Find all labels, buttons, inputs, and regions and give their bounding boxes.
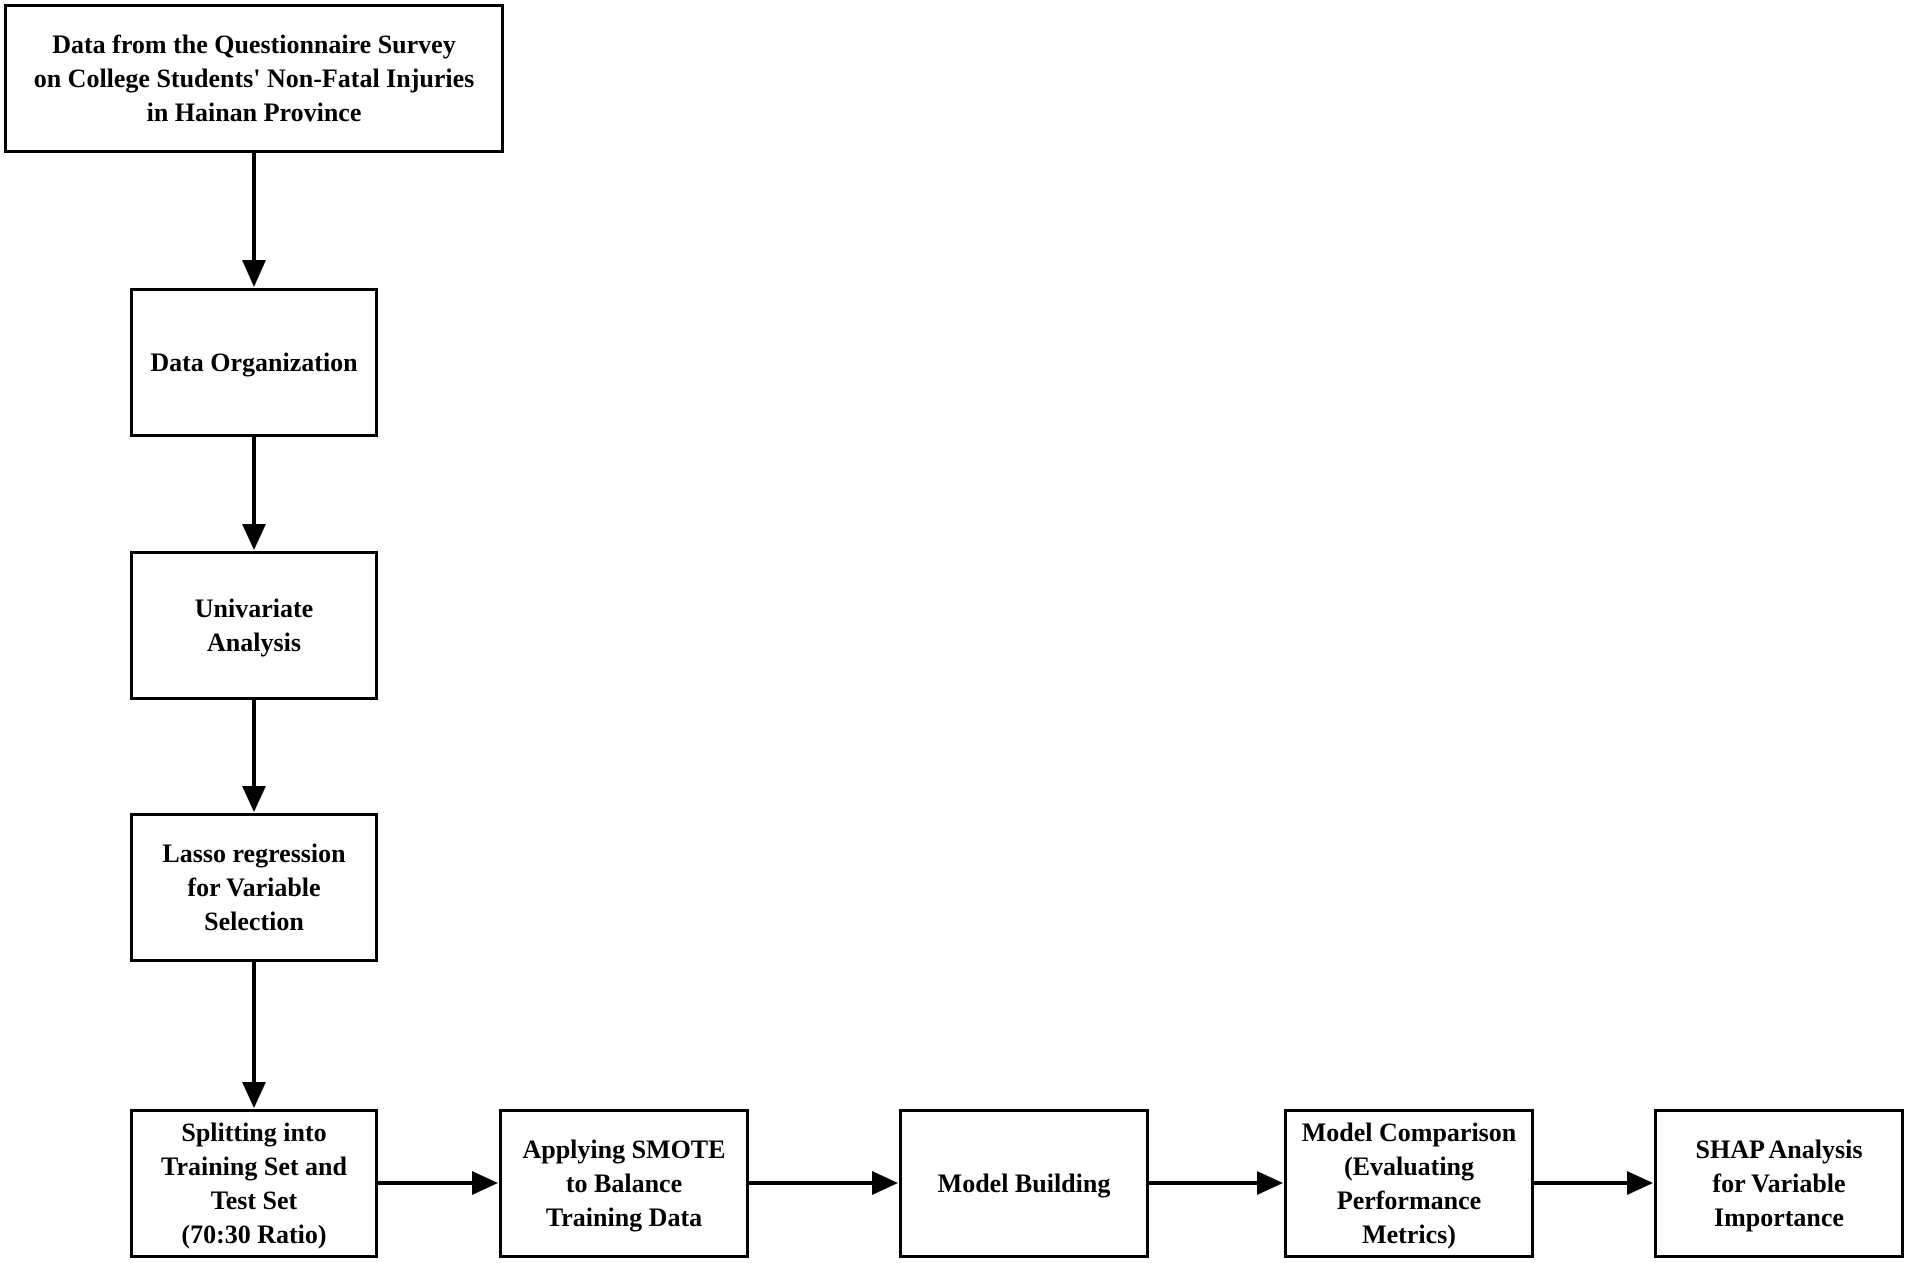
step-survey-data-label: Data from the Questionnaire Survey on Co… [33,29,475,127]
step-model-comparison-label: Model Comparison (Evaluating Performance… [1301,1117,1517,1249]
step-univariate-analysis: Univariate Analysis [130,551,378,700]
arrow-univariate-to-lasso [242,700,266,812]
step-data-organization-label: Data Organization [150,347,358,377]
arrow-model-building-to-comparison [1149,1171,1283,1195]
step-lasso-regression: Lasso regression for Variable Selection [130,813,378,962]
step-train-test-split-label: Splitting into Training Set and Test Set… [161,1117,347,1249]
arrow-smote-to-model-building [749,1171,898,1195]
step-lasso-regression-label: Lasso regression for Variable Selection [162,838,346,936]
step-apply-smote: Applying SMOTE to Balance Training Data [499,1109,749,1258]
arrow-survey-to-organization [242,153,266,287]
step-train-test-split: Splitting into Training Set and Test Set… [130,1109,378,1258]
step-model-comparison: Model Comparison (Evaluating Performance… [1284,1109,1534,1258]
arrow-comparison-to-shap [1534,1171,1653,1195]
arrow-lasso-to-splitting [242,962,266,1108]
step-data-organization: Data Organization [130,288,378,437]
step-model-building-label: Model Building [937,1168,1111,1198]
step-shap-analysis-label: SHAP Analysis for Variable Importance [1695,1134,1863,1232]
step-shap-analysis: SHAP Analysis for Variable Importance [1654,1109,1904,1258]
arrow-splitting-to-smote [378,1171,498,1195]
arrow-organization-to-univariate [242,437,266,550]
step-univariate-analysis-label: Univariate Analysis [194,593,314,657]
step-apply-smote-label: Applying SMOTE to Balance Training Data [522,1134,726,1232]
step-model-building: Model Building [899,1109,1149,1258]
step-survey-data: Data from the Questionnaire Survey on Co… [4,4,504,153]
